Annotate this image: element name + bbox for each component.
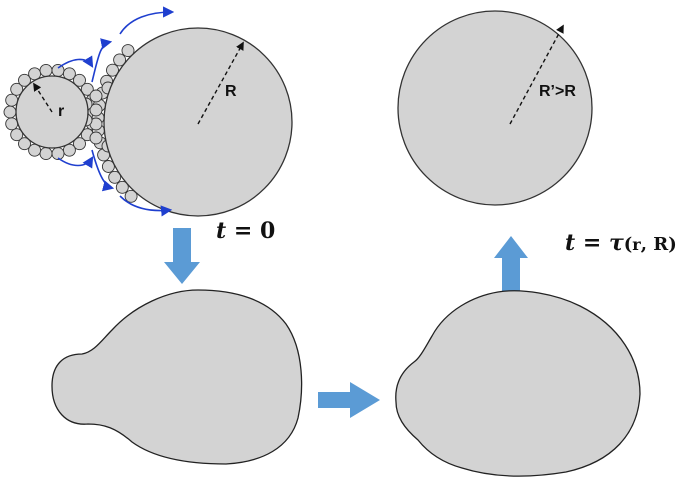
bead — [18, 73, 31, 87]
stage-arrow-right — [318, 382, 380, 418]
bead — [73, 73, 86, 87]
bead — [108, 170, 122, 184]
bead — [73, 137, 86, 151]
flow-arrow-top-right — [119, 6, 175, 35]
bead — [113, 53, 127, 67]
large-particle — [103, 27, 293, 217]
initial-state-panel: r R t = 0 — [3, 6, 293, 244]
flow-arrow-top-left — [57, 55, 94, 69]
small-radius-label: r — [58, 103, 64, 120]
small-particle-bead-ring — [3, 63, 101, 161]
bead — [124, 189, 138, 203]
bead — [89, 89, 103, 103]
bead — [10, 128, 24, 142]
bead — [115, 180, 129, 194]
bead — [121, 44, 135, 58]
bead — [101, 160, 115, 173]
stage-arrow-down — [164, 228, 200, 284]
bead — [80, 82, 94, 96]
stage-arrow-up — [494, 236, 528, 294]
flow-arrow-bottom-right — [119, 195, 173, 217]
bead — [5, 93, 19, 107]
flow-arrow-bottom-left — [57, 156, 94, 169]
final-particle — [397, 10, 593, 206]
bead — [89, 103, 103, 117]
flow-arrow-top-mid — [91, 38, 113, 83]
large-radius-label: R — [225, 83, 237, 100]
flow-arrow-bottom-mid — [91, 149, 115, 192]
bead — [3, 105, 17, 119]
late-coalescence-shape — [395, 290, 641, 477]
large-radius-line — [197, 41, 244, 125]
bead — [39, 147, 53, 161]
final-radius-label: R’>R — [539, 83, 576, 100]
bead — [5, 117, 19, 131]
time-end-label: t = τ(r, R) — [565, 230, 677, 256]
bead — [89, 131, 103, 145]
bead — [10, 82, 24, 96]
bead — [18, 137, 31, 151]
bead — [39, 63, 53, 77]
early-coalescence-shape — [51, 289, 303, 465]
bead — [106, 63, 119, 77]
final-radius-line — [509, 24, 564, 125]
final-state-panel: R’>R — [397, 10, 593, 206]
small-radius-line — [33, 82, 53, 113]
bead — [51, 147, 65, 161]
time-start-label: t = 0 — [216, 218, 275, 244]
bead — [51, 63, 65, 77]
